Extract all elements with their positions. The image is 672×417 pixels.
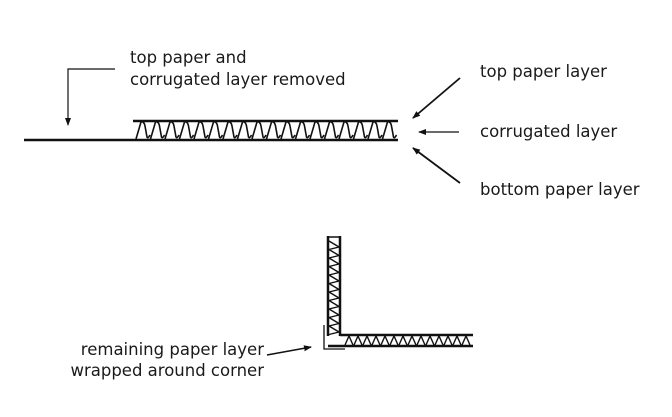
remaining-annotation: remaining paper layer wrapped around cor… xyxy=(70,340,312,380)
remaining-label-line2: wrapped around corner xyxy=(70,361,264,380)
horizontal-flutes xyxy=(344,334,471,346)
removed-label-line2: corrugated layer removed xyxy=(130,70,346,89)
flute xyxy=(135,121,398,140)
corrugated-label: corrugated layer xyxy=(480,122,617,141)
layer-annotations: top paper layer corrugated layer bottom … xyxy=(412,62,640,199)
remaining-label-line1: remaining paper layer xyxy=(81,340,264,359)
flute xyxy=(328,240,341,336)
bottom-paper-label: bottom paper layer xyxy=(480,180,640,199)
vertical-flutes xyxy=(328,240,341,336)
bottom-paper-arrow xyxy=(412,147,461,184)
flat-board-section xyxy=(24,119,398,142)
flute xyxy=(344,334,471,346)
remaining-arrow xyxy=(266,345,312,356)
corrugated-flutes xyxy=(135,121,398,140)
folded-corner-section xyxy=(323,236,473,350)
wrapped-paper-layer xyxy=(323,325,345,350)
removed-leader-arrow xyxy=(65,68,115,126)
removed-annotation: top paper and corrugated layer removed xyxy=(65,48,346,126)
top-paper-label: top paper layer xyxy=(480,62,607,81)
removed-label-line1: top paper and xyxy=(130,48,247,67)
top-paper-arrow xyxy=(412,77,461,119)
